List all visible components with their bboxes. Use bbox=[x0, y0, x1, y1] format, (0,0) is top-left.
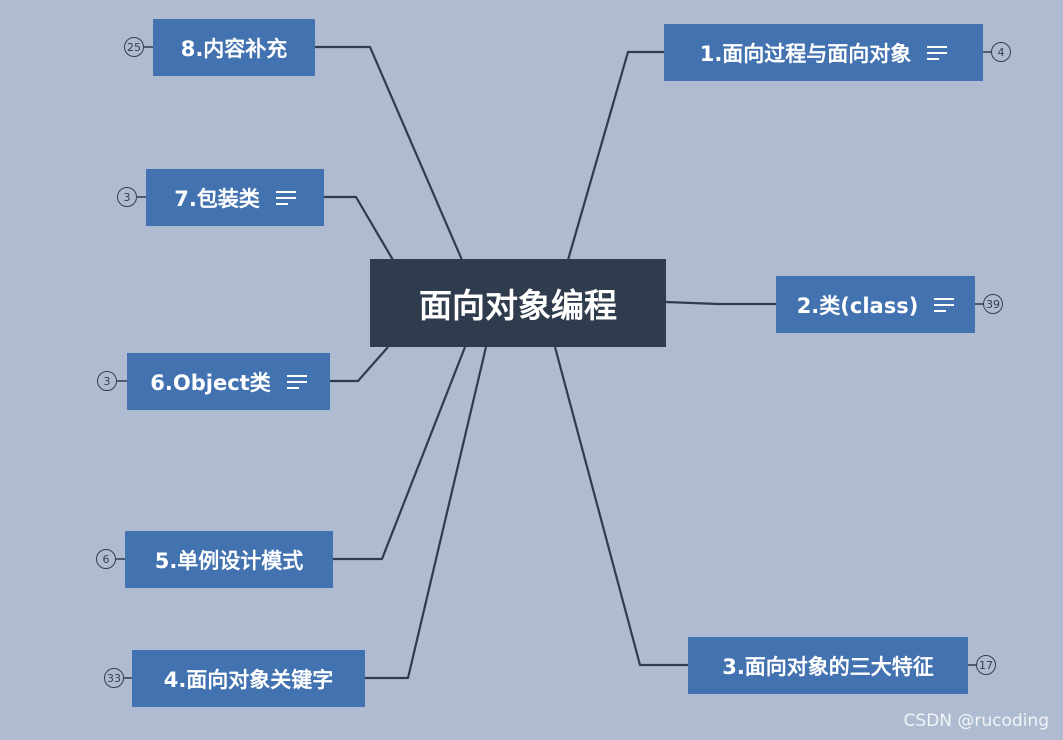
topic-4-label: 4.面向对象关键字 bbox=[163, 667, 334, 692]
central-topic[interactable]: 面向对象编程 bbox=[370, 259, 666, 347]
connector-t4 bbox=[365, 346, 488, 680]
topic-8-count-badge[interactable]: 25 bbox=[124, 37, 144, 57]
connector-t2 bbox=[665, 300, 776, 306]
topic-5-count-badge[interactable]: 6 bbox=[96, 549, 116, 569]
topic-2-count-badge[interactable]: 39 bbox=[983, 294, 1003, 314]
topic-8-label: 8.内容补充 bbox=[180, 36, 288, 61]
topic-3[interactable]: 3.面向对象的三大特征 bbox=[688, 637, 968, 694]
watermark: CSDN @rucoding bbox=[903, 711, 1049, 731]
topic-3-label: 3.面向对象的三大特征 bbox=[722, 654, 934, 679]
connector-t6 bbox=[330, 346, 389, 383]
topic-6-label: 6.Object类 bbox=[150, 370, 271, 395]
topic-6-count-badge[interactable]: 3 bbox=[97, 371, 117, 391]
topic-4-count-badge[interactable]: 33 bbox=[104, 668, 124, 688]
topic-7-label: 7.包装类 bbox=[174, 186, 260, 211]
topic-1-count-badge[interactable]: 4 bbox=[991, 42, 1011, 62]
connector-t1 bbox=[566, 50, 664, 261]
topic-8[interactable]: 8.内容补充 bbox=[153, 19, 315, 76]
notes-icon[interactable] bbox=[275, 190, 296, 206]
topic-1-label: 1.面向过程与面向对象 bbox=[699, 41, 912, 66]
connector-t7 bbox=[324, 195, 394, 261]
notes-icon[interactable] bbox=[927, 45, 948, 61]
topic-5[interactable]: 5.单例设计模式 bbox=[125, 531, 333, 588]
topic-3-count-badge[interactable]: 17 bbox=[976, 655, 996, 675]
topic-5-label: 5.单例设计模式 bbox=[154, 548, 304, 573]
topic-2-label: 2.类(class) bbox=[796, 293, 919, 318]
topic-4[interactable]: 4.面向对象关键字 bbox=[132, 650, 365, 707]
topic-6[interactable]: 6.Object类 bbox=[127, 353, 330, 410]
topic-2[interactable]: 2.类(class) bbox=[776, 276, 975, 333]
topic-7-count-badge[interactable]: 3 bbox=[117, 187, 137, 207]
topic-1[interactable]: 1.面向过程与面向对象 bbox=[664, 24, 983, 81]
notes-icon[interactable] bbox=[934, 297, 955, 313]
connector-t8 bbox=[315, 45, 464, 261]
connector-t5 bbox=[333, 346, 467, 561]
notes-icon[interactable] bbox=[286, 374, 307, 390]
connector-t3 bbox=[553, 346, 688, 667]
topic-7[interactable]: 7.包装类 bbox=[146, 169, 324, 226]
central-topic-label: 面向对象编程 bbox=[419, 286, 617, 325]
